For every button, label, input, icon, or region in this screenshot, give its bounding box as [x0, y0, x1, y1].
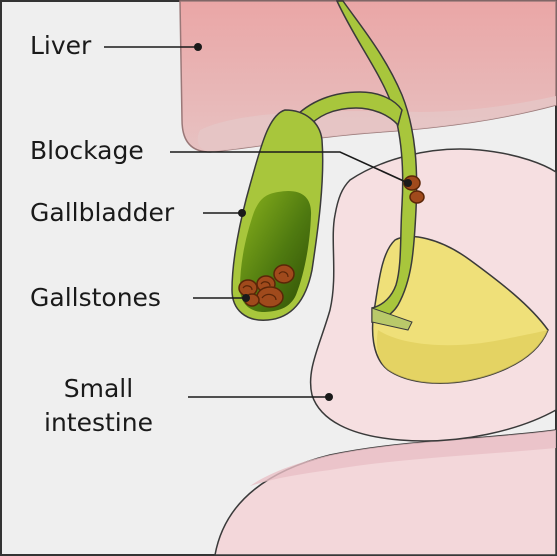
gallstones-label: Gallstones [30, 283, 161, 313]
liver-label: Liver [30, 31, 91, 61]
small-intestine-label-line1: Small [44, 372, 153, 406]
blockage-label: Blockage [30, 136, 144, 166]
small-intestine-label-line2: intestine [44, 406, 153, 440]
gallbladder-label: Gallbladder [30, 198, 174, 228]
small-intestine-label: Small intestine [44, 372, 153, 440]
